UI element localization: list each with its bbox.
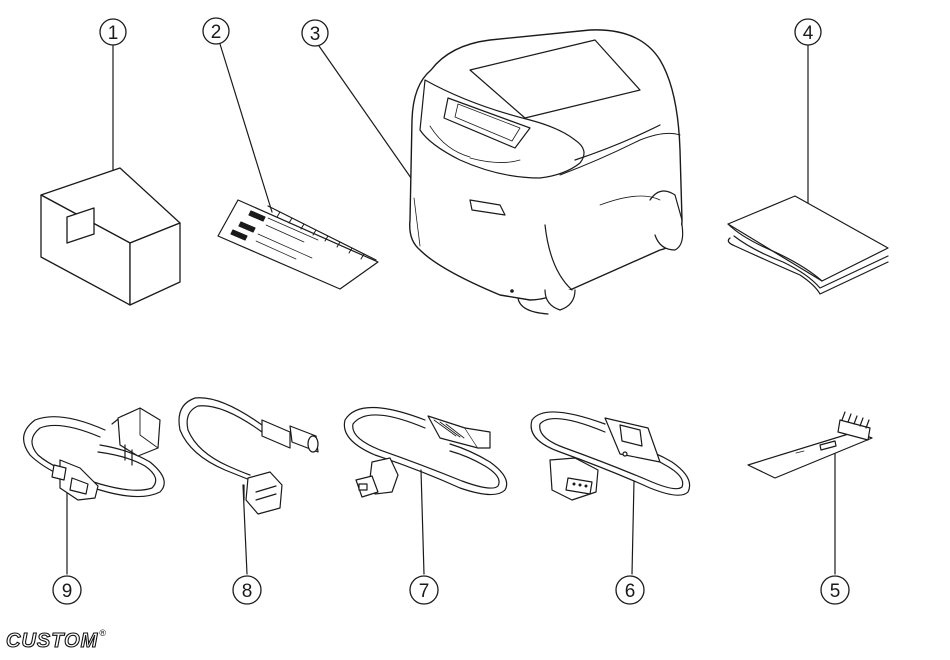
paper-width-card xyxy=(218,200,378,289)
callout-2: 2 xyxy=(211,22,222,43)
callout-9: 9 xyxy=(62,581,73,602)
power-cord xyxy=(24,408,165,500)
callout-3: 3 xyxy=(310,24,321,45)
callout-7: 7 xyxy=(419,581,430,602)
power-supply-cable xyxy=(179,398,318,514)
interface-board xyxy=(748,412,872,478)
callout-8: 8 xyxy=(242,581,253,602)
callout-5: 5 xyxy=(830,581,841,602)
callout-1: 1 xyxy=(108,23,119,44)
serial-cable xyxy=(531,412,690,500)
registered-mark: ® xyxy=(99,628,107,638)
usb-cable xyxy=(344,408,506,498)
printer-item xyxy=(410,30,683,314)
logo-text: CUSTOM xyxy=(6,630,98,652)
callout-4: 4 xyxy=(803,23,814,44)
custom-logo: CUSTOM® xyxy=(6,630,106,653)
paper-booklet xyxy=(728,196,888,294)
callout-6: 6 xyxy=(625,581,636,602)
box-item xyxy=(41,168,180,305)
